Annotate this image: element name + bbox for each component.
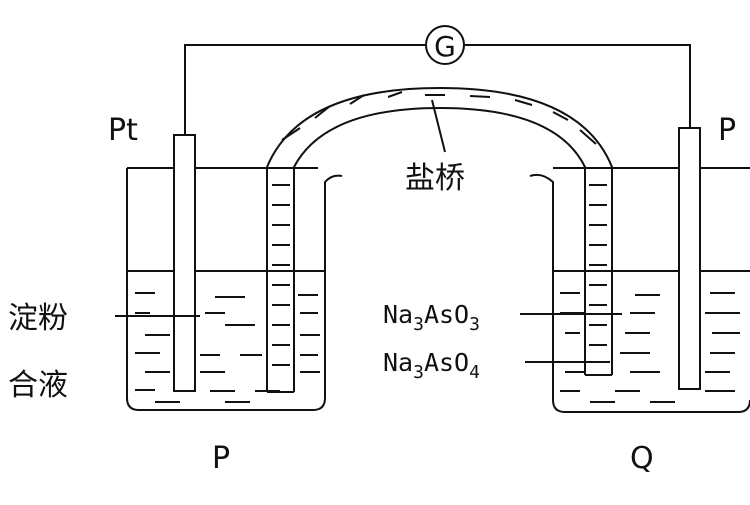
solution-left-label-2: 合液 — [8, 368, 68, 403]
electrode-right — [678, 127, 701, 390]
na3aso4-label: Na3AsO4 — [383, 348, 480, 383]
galvanometer-label: G — [434, 30, 456, 63]
solution-left-label-1: 淀粉 — [8, 301, 68, 336]
electrode-left — [173, 134, 196, 392]
salt-bridge-inner — [293, 106, 586, 392]
beaker-right-label: Q — [630, 441, 654, 476]
salt-bridge-outer — [266, 86, 613, 392]
galvanometer — [425, 25, 465, 65]
na3aso3-label: Na3AsO3 — [383, 300, 480, 335]
wire — [184, 44, 425, 135]
electrode-left-label: Pt — [108, 113, 138, 148]
beaker-right — [529, 173, 750, 413]
leader-salt-bridge — [431, 99, 446, 153]
solution-left-dashes — [135, 292, 320, 403]
salt-bridge-label: 盐桥 — [405, 161, 465, 196]
wire — [465, 44, 691, 128]
beaker-left-label: P — [212, 441, 230, 476]
salt-bridge-hatching — [272, 91, 607, 366]
electrode-right-label: P — [718, 113, 736, 148]
beaker-left — [126, 168, 343, 411]
solution-right-dashes — [560, 292, 740, 403]
